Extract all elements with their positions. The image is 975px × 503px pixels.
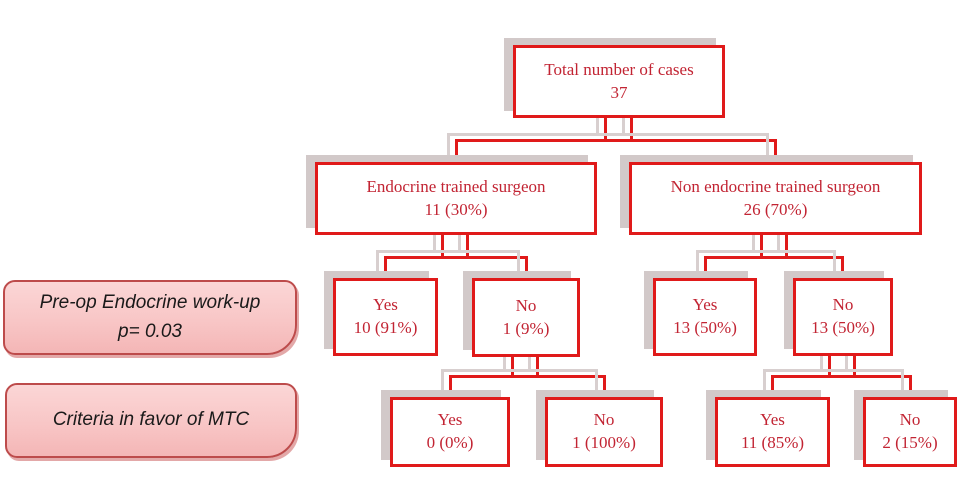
connector-segment (449, 378, 452, 397)
annotation-pvalue: p= 0.03 (118, 320, 182, 342)
connector-segment (630, 118, 633, 142)
connector-segment (511, 357, 514, 378)
connector-segment (449, 375, 606, 378)
connector-segment (704, 259, 707, 278)
connector-segment (525, 259, 528, 278)
connector-segment (603, 378, 606, 397)
connector-segment (771, 378, 774, 397)
connector-segment (785, 235, 788, 259)
node-value: 11 (85%) (740, 433, 805, 452)
node-criteria-no-right: No 2 (15%) (863, 397, 957, 467)
node-value: 11 (30%) (424, 199, 488, 219)
node-title: Yes (373, 295, 398, 315)
annotation-text: Criteria in favor of MTC (52, 409, 250, 431)
node-nonendo-workup-no: No 13 (50%) (793, 278, 893, 356)
node-title: No (593, 410, 615, 430)
connector-segment (853, 356, 856, 378)
node-total-cases: Total number of cases 37 (513, 45, 725, 118)
node-title: Yes (437, 410, 463, 430)
node-criteria-yes-left: Yes 0 (0%) (390, 397, 510, 467)
node-value: 10 (91%) (353, 318, 418, 337)
node-criteria-no-left: No 1 (100%) (545, 397, 663, 467)
node-value: 26 (70%) (743, 199, 808, 219)
node-title: Non endocrine trained surgeon (670, 176, 881, 196)
connector-segment (828, 356, 831, 378)
connector-segment (466, 235, 469, 259)
connector-segment (841, 259, 844, 278)
connector-segment (455, 142, 458, 162)
node-non-endocrine-trained: Non endocrine trained surgeon 26 (70%) (629, 162, 922, 235)
node-title: Total number of cases (544, 59, 694, 79)
node-value: 1 (9%) (502, 318, 550, 338)
connector-segment (455, 139, 777, 142)
node-value: 13 (50%) (811, 318, 875, 337)
node-nonendo-workup-yes: Yes 13 (50%) (653, 278, 757, 356)
annotation-text: Pre-op Endocrine work-up (39, 292, 261, 313)
node-value: 2 (15%) (882, 433, 938, 452)
node-title: Endocrine trained surgeon (366, 176, 546, 196)
node-endo-workup-no: No 1 (9%) (472, 278, 580, 357)
node-value: 1 (100%) (572, 433, 636, 452)
node-value: 37 (610, 82, 628, 102)
node-criteria-yes-right: Yes 11 (85%) (715, 397, 830, 467)
connector-segment (704, 256, 844, 259)
node-title: Yes (692, 295, 718, 315)
connector-segment (441, 235, 444, 259)
connector-segment (604, 118, 607, 142)
node-endocrine-trained: Endocrine trained surgeon 11 (30%) (315, 162, 597, 235)
connector-segment (384, 256, 528, 259)
connector-segment (909, 378, 912, 397)
node-value: 0 (0%) (426, 433, 474, 452)
node-value: 13 (50%) (673, 318, 737, 337)
connector-segment (384, 259, 387, 278)
node-title: No (832, 295, 854, 315)
connector-segment (760, 235, 763, 259)
connector-segment (774, 142, 777, 162)
node-title: Yes (760, 410, 785, 430)
annotation-preop-workup: Pre-op Endocrine work-up p= 0.03 (3, 280, 297, 355)
connector-segment (771, 375, 912, 378)
node-title: No (515, 295, 537, 315)
connector-segment (536, 357, 539, 378)
node-title: No (899, 410, 921, 430)
annotation-criteria-mtc: Criteria in favor of MTC (5, 383, 297, 458)
node-endo-workup-yes: Yes 10 (91%) (333, 278, 438, 356)
